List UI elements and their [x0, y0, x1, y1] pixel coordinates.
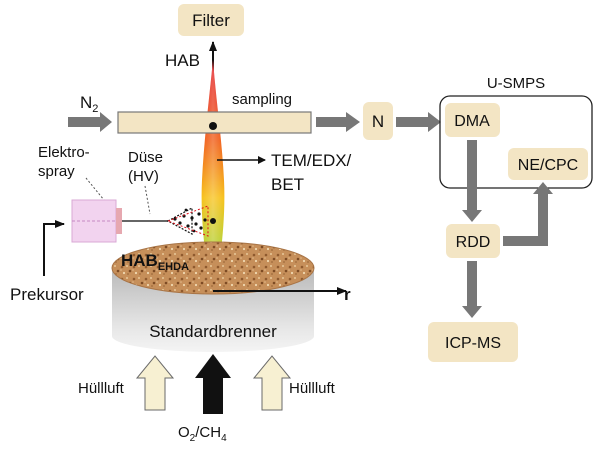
usmps-frame [439, 95, 593, 189]
n-box-label: N [372, 112, 384, 131]
n2-arrow [68, 112, 112, 132]
r-axis-label: r [344, 285, 351, 304]
duese-pointer [144, 185, 151, 215]
spray-cone [166, 206, 193, 236]
duese-label-line1: Düse [128, 149, 163, 166]
spray-injection-point [210, 218, 216, 224]
rdd-box [446, 224, 500, 258]
rdd-label: RDD [456, 234, 491, 251]
o2-ch4-arrow [195, 354, 231, 414]
elektrospray-pointer [85, 177, 105, 201]
ne-cpc-box [508, 148, 588, 180]
huellluft-right-arrow [252, 355, 292, 411]
burner-top [112, 242, 314, 294]
burner-label: Standardbrenner [149, 322, 277, 341]
tem-label-line2: BET [271, 175, 304, 194]
dma-label: DMA [454, 113, 490, 130]
filter-label: Filter [192, 11, 230, 30]
huellluft-right-label: Hüllluft [289, 380, 336, 397]
tem-label-line1: TEM/EDX/ [271, 151, 352, 170]
burner-rim [111, 241, 315, 295]
n-to-dma-arrow [396, 112, 441, 132]
hab-ehda-label: HABEHDA [121, 251, 189, 273]
elektrospray-flange [116, 208, 122, 234]
n-box [363, 102, 393, 140]
o2-ch4-label: O2/CH4 [178, 424, 227, 444]
usmps-label: U-SMPS [487, 75, 545, 92]
filter-box [178, 4, 244, 36]
tube-to-n-arrow [316, 112, 360, 132]
icpms-label: ICP-MS [445, 335, 501, 352]
prekursor-label: Prekursor [10, 285, 84, 304]
prekursor-arrow [43, 220, 65, 276]
huellluft-left-arrow [135, 355, 175, 411]
spray-cone-outer [166, 205, 209, 237]
ne-cpc-label: NE/CPC [518, 157, 578, 174]
n2-label: N2 [80, 93, 98, 115]
elektrospray-label-line2: spray [38, 163, 75, 180]
sampling-point [209, 122, 217, 130]
hab-axis-label: HAB [165, 51, 200, 70]
rdd-to-cpc-arrow [503, 182, 553, 246]
huellluft-left-label: Hüllluft [78, 380, 125, 397]
dma-to-rdd-arrow [462, 140, 482, 222]
dma-box [445, 103, 500, 137]
sampling-label: sampling [232, 91, 292, 108]
icpms-box [428, 322, 518, 362]
rdd-to-icpms-arrow [462, 261, 482, 318]
duese-label-line2: (HV) [128, 168, 159, 185]
elektrospray-label-line1: Elektro- [38, 144, 90, 161]
